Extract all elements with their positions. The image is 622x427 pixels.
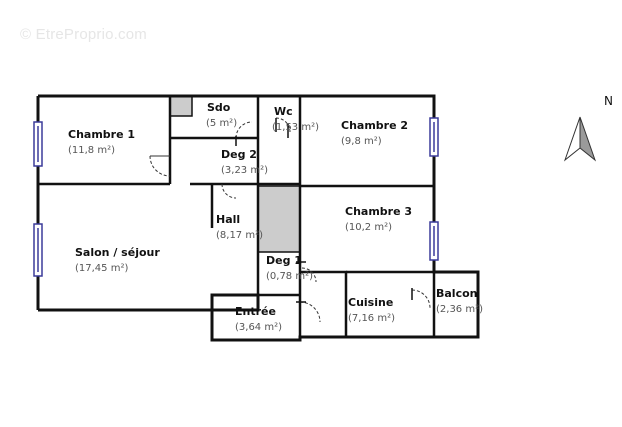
interior-walls: [38, 96, 436, 340]
room-name-sdo: Sdo: [207, 101, 231, 114]
door-chambre1: [149, 155, 171, 177]
room-name-deg2: Deg 2: [221, 148, 257, 161]
shaded-stair-hall: [257, 185, 301, 253]
room-name-balcon: Balcon: [436, 287, 478, 300]
watermark: © EtreProprio.com: [20, 26, 147, 43]
room-area-wc: (1,53 m²): [272, 122, 319, 133]
door-wc: [275, 117, 291, 133]
room-area-deg1: (0,78 m²): [266, 271, 313, 282]
door-sdo: [235, 121, 253, 139]
room-area-hall: (8,17 m²): [216, 230, 263, 241]
room-area-sdo: (5 m²): [206, 118, 237, 129]
room-area-salon: (17,45 m²): [75, 263, 128, 274]
door-deg1: [301, 267, 317, 283]
room-area-balcon: (2,36 m²): [436, 304, 483, 315]
room-area-chambre2: (9,8 m²): [341, 136, 382, 147]
north-label: N: [604, 94, 613, 108]
north-arrow-icon: [563, 116, 597, 162]
windows: [33, 117, 439, 277]
room-name-entree: Entrée: [235, 305, 276, 318]
doors: [149, 117, 431, 323]
shaded-duct-sdo: [169, 95, 193, 117]
room-area-chambre1: (11,8 m²): [68, 145, 115, 156]
room-name-chambre1: Chambre 1: [68, 128, 135, 141]
door-hall: [221, 183, 237, 199]
room-area-entree: (3,64 m²): [235, 322, 282, 333]
room-area-chambre3: (10,2 m²): [345, 222, 392, 233]
door-entree: [299, 301, 321, 323]
room-name-deg1: Deg 1: [266, 254, 302, 267]
room-name-chambre2: Chambre 2: [341, 119, 408, 132]
room-area-deg2: (3,23 m²): [221, 165, 268, 176]
room-area-cuisine: (7,16 m²): [348, 313, 395, 324]
door-balcon: [411, 289, 431, 309]
door-leaves: [235, 118, 413, 303]
room-name-wc: Wc: [274, 105, 293, 118]
room-name-hall: Hall: [216, 213, 240, 226]
room-name-chambre3: Chambre 3: [345, 205, 412, 218]
room-name-cuisine: Cuisine: [348, 296, 393, 309]
room-name-salon: Salon / séjour: [75, 246, 160, 259]
